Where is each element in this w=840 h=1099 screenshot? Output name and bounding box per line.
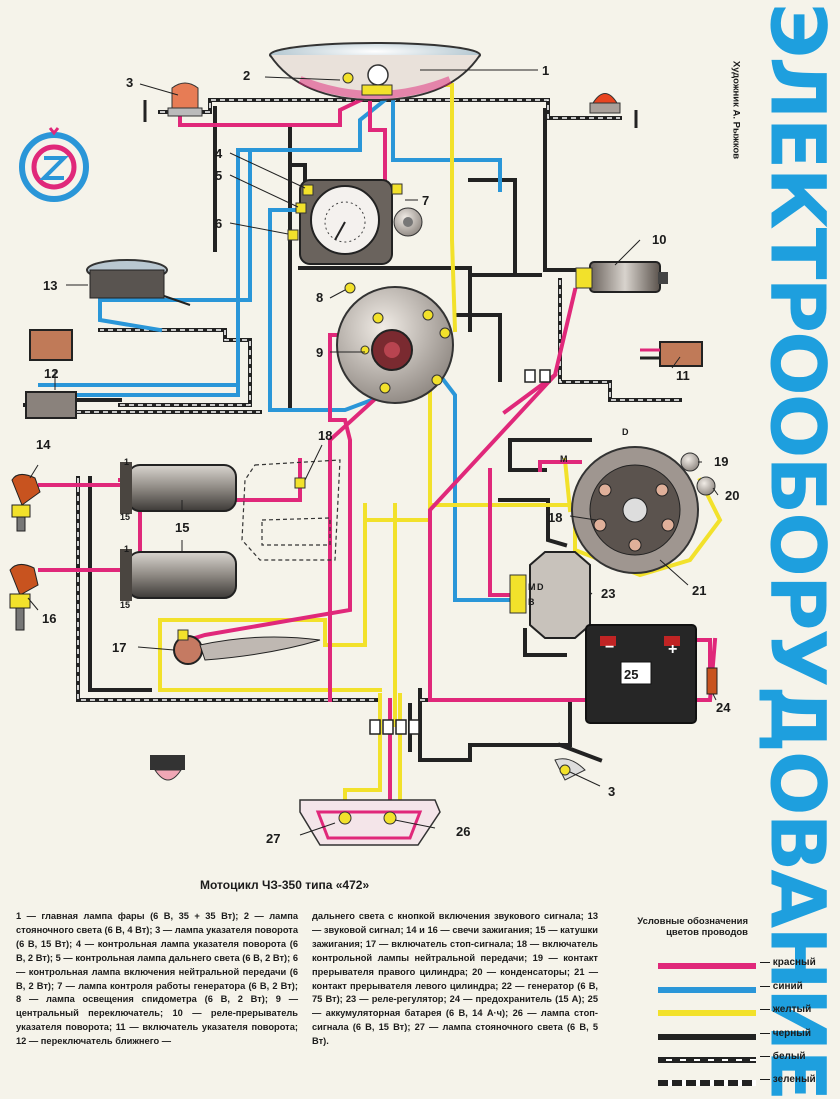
ignition-coil-lower [120,549,237,601]
neutral-switch [294,477,306,489]
legend-item: — красный [614,957,816,974]
legend-item: — белый [614,1051,806,1068]
legend-label: — белый [760,1051,806,1062]
callout-26: 26 [456,824,470,839]
spark-plug-16 [9,564,39,631]
callout-12: 12 [44,366,58,381]
callout-8: 8 [316,290,323,305]
callout-2: 2 [243,68,250,83]
legend-swatch [658,1080,756,1086]
callout-3-rear: 3 [608,784,615,799]
connectors [369,369,551,735]
headlight [269,42,481,102]
coil-upper-mark-1: 1 [124,457,129,467]
callout-16: 16 [42,611,56,626]
artist-credit-text: Художник А. Рыжков [730,60,742,160]
callout-27: 27 [266,831,280,846]
tail-lamp [299,799,441,846]
battery-minus: − [605,639,614,656]
callout-17: 17 [112,640,126,655]
callout-7: 7 [422,193,429,208]
legend-swatch [658,963,756,969]
callout-4: 4 [215,146,223,161]
callout-21: 20 [725,488,739,503]
legend-item: — зеленый [614,1074,816,1091]
battery [585,624,697,724]
spark-plug-14 [11,474,41,532]
legend-label: — зеленый [760,1074,816,1085]
callout-24: 24 [716,700,731,715]
page-title: ЭЛЕКТРООБОРУДОВАНИЕ [754,2,840,1099]
generator-mark-m: M [560,454,568,464]
legend-item: — синий [614,981,803,998]
callout-23: 23 [601,586,615,601]
turn-indicator-left-front [143,82,203,122]
callout-25: 25 [624,667,638,682]
callout-13: 13 [43,278,57,293]
callout-1: 1 [542,63,549,78]
callout-22: 21 [692,583,706,598]
coil-lower-mark-15: 15 [120,600,130,610]
regulator-mark-b: B [528,597,535,607]
indicator-lamps [287,183,403,294]
central-switch [336,286,454,404]
dip-switch [25,329,77,419]
rear-indicator-right [554,758,586,781]
turn-indicator-right-front [589,93,638,128]
callout-numbers: 1 2 3 4 5 7 6 10 8 13 9 12 11 18 14 19 2… [36,63,739,846]
callout-9: 9 [316,345,323,360]
component-marks: 1 15 1 15 − + M D M D B [120,427,677,658]
description-right: дальнего света с кнопкой включения звуко… [312,911,598,1047]
callout-3: 3 [126,75,133,90]
cz-logo [19,127,89,202]
instrument-panel [299,179,423,265]
frame-outline [241,459,341,561]
turn-switch [640,341,703,367]
leader-lines [27,69,719,836]
legend-label: — черный [760,1028,811,1039]
legend-title: Условные обозначения цветов проводов [637,916,748,938]
flasher-relay [575,261,668,293]
fuse [706,667,718,695]
callout-5: 5 [215,168,222,183]
legend-item: — желтый [614,1004,811,1021]
legend-swatch [658,1010,756,1016]
artist-credit: Художник А. Рыжков [727,30,745,190]
coil-lower-mark-1: 1 [124,544,129,554]
callout-11: 11 [676,368,690,383]
legend-label: — красный [760,957,816,968]
regulator-mark-d: D [537,582,544,592]
horn [86,259,191,306]
callout-14: 14 [36,437,51,452]
legend-label: — синий [760,981,803,992]
legend-swatch [658,1057,756,1063]
brake-lever [173,629,321,665]
legend-swatch [658,987,756,993]
regulator-mark-m: M [528,582,536,592]
caption-title: Мотоцикл ЧЗ-350 типа «472» [200,878,370,892]
generator-mark-d: D [622,427,629,437]
rear-indicator-left [150,755,185,781]
callout-20: 19 [714,454,728,469]
wires-blue [38,97,512,602]
ignition-coil-upper [120,462,237,514]
callout-15: 15 [175,520,189,535]
legend-swatch [658,1034,756,1040]
regulator [509,551,591,639]
callout-19: 18 [548,510,562,525]
description-left: 1 — главная лампа фары (6 В, 35 + 35 Вт)… [16,911,298,1047]
legend-label: — желтый [760,1004,812,1015]
callout-6: 6 [215,216,222,231]
callout-18: 18 [318,428,332,443]
generator [571,446,716,574]
legend-item: — черный [614,1028,811,1045]
coil-upper-mark-15: 15 [120,512,130,522]
battery-plus: + [668,641,677,658]
callout-10: 10 [652,232,666,247]
page-title-text: ЭЛЕКТРООБОРУДОВАНИЕ [753,2,840,1099]
